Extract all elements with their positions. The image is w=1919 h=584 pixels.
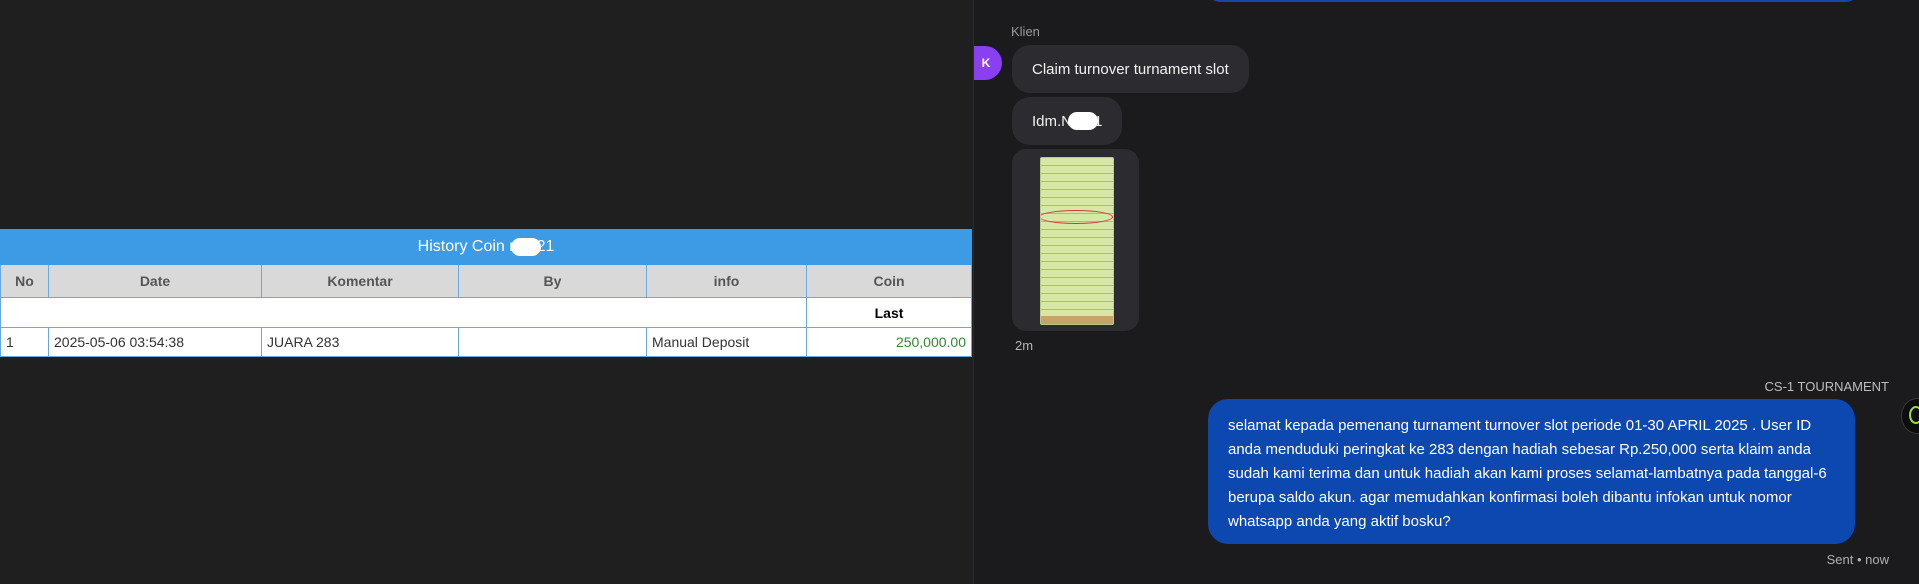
history-coin-table: History Coin r 21 No Date Komentar By inf… bbox=[0, 229, 973, 357]
outgoing-message[interactable]: selamat kepada pemenang turnament turnov… bbox=[1208, 399, 1855, 544]
last-label: Last bbox=[805, 297, 973, 328]
header-no: No bbox=[0, 264, 49, 298]
table-title: History Coin r 21 bbox=[0, 229, 973, 265]
cell-coin: 250,000.00 bbox=[805, 327, 973, 357]
thumbnail-footer bbox=[1041, 316, 1113, 324]
last-row: Last bbox=[0, 297, 973, 328]
cell-info: Manual Deposit bbox=[646, 327, 807, 357]
table-row: 1 2025-05-06 03:54:38 JUARA 283 Manual D… bbox=[0, 327, 973, 357]
redacted-blur bbox=[510, 237, 541, 256]
sent-status: Sent • now bbox=[1826, 552, 1889, 567]
screenshot-thumbnail-icon[interactable] bbox=[1040, 157, 1114, 325]
image-message[interactable] bbox=[1012, 149, 1139, 331]
table-title-suffix: 21 bbox=[536, 238, 555, 256]
client-name: Klien bbox=[1011, 24, 1040, 39]
cell-no: 1 bbox=[0, 327, 49, 357]
cell-date: 2025-05-06 03:54:38 bbox=[48, 327, 262, 357]
message-text-suffix: 1 bbox=[1094, 112, 1103, 130]
header-coin: Coin bbox=[805, 264, 973, 298]
header-komentar: Komentar bbox=[261, 264, 459, 298]
client-avatar[interactable]: K bbox=[974, 46, 1002, 80]
incoming-message[interactable]: Idm.N 1 bbox=[1012, 97, 1123, 145]
header-date: Date bbox=[48, 264, 262, 298]
message-timestamp: 2m bbox=[1015, 338, 1034, 353]
message-text: Idm.N bbox=[1032, 112, 1073, 130]
table-title-text: History Coin r bbox=[417, 238, 515, 256]
highlight-circle bbox=[1041, 210, 1113, 224]
panel-divider bbox=[973, 0, 974, 584]
agent-avatar[interactable] bbox=[1901, 398, 1919, 434]
history-panel: History Coin r 21 No Date Komentar By inf… bbox=[0, 229, 973, 357]
message-text: Claim turnover turnament slot bbox=[1032, 60, 1229, 78]
chat-panel[interactable]: Klien K Claim turnover turnament slot Id… bbox=[974, 0, 1919, 584]
previous-message-edge bbox=[1208, 0, 1858, 2]
header-info: info bbox=[646, 264, 807, 298]
redacted-blur bbox=[1068, 112, 1099, 130]
last-row-spacer bbox=[0, 297, 807, 328]
incoming-message[interactable]: Claim turnover turnament slot bbox=[1012, 45, 1249, 93]
header-by: By bbox=[458, 264, 647, 298]
outgoing-message-text: selamat kepada pemenang turnament turnov… bbox=[1228, 417, 1827, 530]
agent-name: CS-1 TOURNAMENT bbox=[1764, 379, 1889, 394]
cell-komentar: JUARA 283 bbox=[261, 327, 459, 357]
cell-by bbox=[458, 327, 647, 357]
